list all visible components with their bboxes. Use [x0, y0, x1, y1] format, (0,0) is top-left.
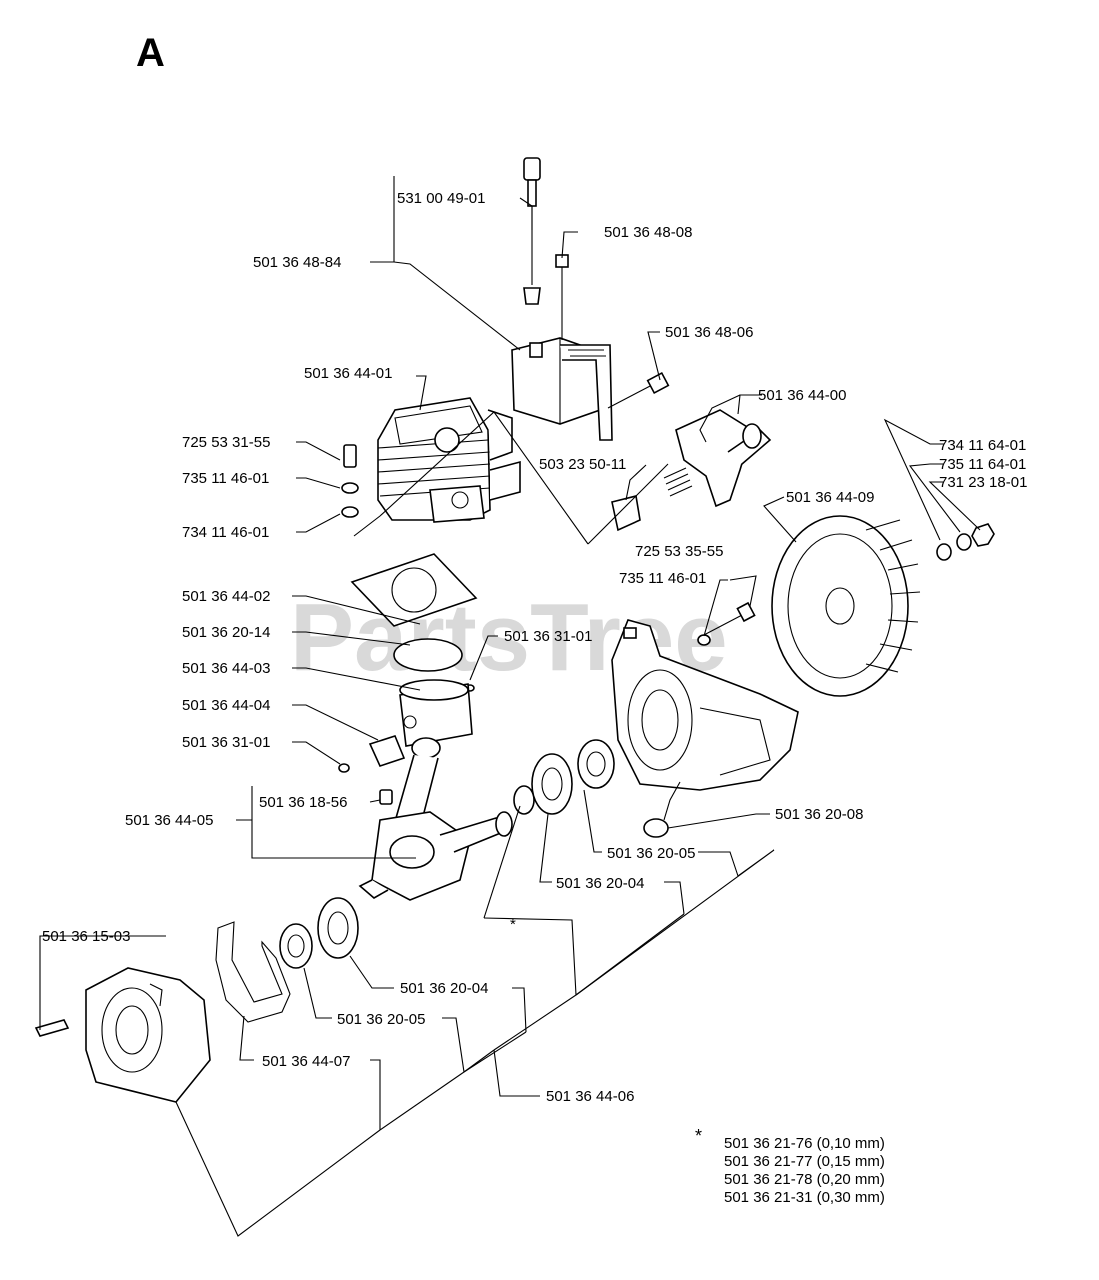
- cylinder-gasket-drawing: [350, 553, 478, 627]
- label-501-36-44-00: 501 36 44-00: [758, 387, 846, 404]
- stud-drawing: [34, 1019, 70, 1037]
- leader-lines: [39, 176, 981, 1237]
- label-503-23-50-11: 503 23 50-11: [539, 456, 626, 473]
- fan-group: [611, 409, 995, 697]
- washer-1-drawing: [936, 543, 952, 561]
- crankcase-bolt-drawing: [697, 601, 756, 646]
- crankshaft-group: [279, 737, 615, 969]
- label-501-36-48-84: 501 36 48-84: [253, 254, 341, 271]
- label-531-00-49-01: 531 00 49-01: [397, 190, 485, 207]
- label-501-36-20-04-a: 501 36 20-04: [556, 875, 644, 892]
- connecting-rod-drawing: [358, 737, 513, 901]
- label-501-36-20-04-b: 501 36 20-04: [400, 980, 488, 997]
- module-screw-drawing: [607, 371, 670, 409]
- label-501-36-31-01-b: 501 36 31-01: [182, 734, 270, 751]
- bearing-left-drawing: [317, 897, 359, 959]
- footnote-marker: *: [695, 1126, 702, 1146]
- label-735-11-46-01-a: 735 11 46-01: [182, 470, 269, 487]
- label-501-36-20-14: 501 36 20-14: [182, 624, 270, 641]
- spring-drawing: [663, 467, 693, 497]
- washer-2-drawing: [956, 533, 972, 551]
- needle-bearing-drawing: [379, 789, 393, 805]
- seal-right-drawing: [513, 785, 535, 815]
- label-735-11-46-01-b: 735 11 46-01: [619, 570, 706, 587]
- piston-ring-drawing: [393, 638, 463, 672]
- label-501-36-48-08: 501 36 48-08: [604, 224, 692, 241]
- footnote-line-4: 501 36 21-31 (0,30 mm): [724, 1189, 885, 1206]
- bearing-right-drawing: [531, 753, 573, 815]
- cylinder-screw-drawing: [341, 444, 359, 518]
- piston-pin-drawing: [368, 735, 406, 767]
- piston-drawing: [399, 679, 473, 747]
- footnote-line-1: 501 36 21-76 (0,10 mm): [724, 1135, 885, 1152]
- crankcase-gasket-drawing: [215, 921, 291, 1023]
- label-501-36-44-04: 501 36 44-04: [182, 697, 270, 714]
- label-725-53-35-55: 725 53 35-55: [635, 543, 723, 560]
- circlip-2-drawing: [338, 763, 350, 773]
- label-501-36-44-03: 501 36 44-03: [182, 660, 270, 677]
- label-734-11-64-01: 734 11 64-01: [939, 437, 1026, 454]
- crankcase-right-drawing: [611, 619, 799, 791]
- flywheel-drawing: [771, 515, 921, 697]
- section-letter: A: [136, 31, 165, 75]
- ignition-module-group: [511, 157, 670, 441]
- footnote-line-3: 501 36 21-78 (0,20 mm): [724, 1171, 885, 1188]
- label-725-53-31-55: 725 53 31-55: [182, 434, 270, 451]
- label-735-11-64-01: 735 11 64-01: [939, 456, 1026, 473]
- label-501-36-20-08: 501 36 20-08: [775, 806, 863, 823]
- label-501-36-44-01: 501 36 44-01: [304, 365, 392, 382]
- label-501-36-15-03: 501 36 15-03: [42, 928, 130, 945]
- cylinder-group: [338, 397, 521, 773]
- seal-right-2-drawing: [577, 739, 615, 789]
- ignition-module-drawing: [511, 254, 613, 441]
- label-501-36-31-01-a: 501 36 31-01: [504, 628, 592, 645]
- footnote: * 501 36 21-76 (0,10 mm) 501 36 21-77 (0…: [695, 1126, 885, 1206]
- plug-drawing: [643, 818, 669, 838]
- nut-drawing: [971, 523, 995, 547]
- label-501-36-44-09: 501 36 44-09: [786, 489, 874, 506]
- starter-pawl-drawing: [675, 409, 772, 508]
- spark-plug-boot-drawing: [523, 157, 541, 305]
- valve-drawing: [611, 495, 641, 532]
- crankcase-left-drawing: [85, 967, 211, 1103]
- cylinder-drawing: [377, 397, 521, 523]
- seal-left-drawing: [279, 923, 313, 969]
- label-501-36-20-05-b: 501 36 20-05: [337, 1011, 425, 1028]
- label-501-36-48-06: 501 36 48-06: [665, 324, 753, 341]
- crankcase-group: [34, 601, 799, 1103]
- label-501-36-44-07: 501 36 44-07: [262, 1053, 350, 1070]
- footnote-line-2: 501 36 21-77 (0,15 mm): [724, 1153, 885, 1170]
- part-labels: 531 00 49-01 501 36 48-08 501 36 48-84 5…: [42, 190, 1027, 1105]
- label-501-36-44-02: 501 36 44-02: [182, 588, 270, 605]
- label-731-23-18-01: 731 23 18-01: [939, 474, 1027, 491]
- label-asterisk: *: [510, 916, 516, 933]
- label-501-36-20-05-a: 501 36 20-05: [607, 845, 695, 862]
- label-501-36-44-06: 501 36 44-06: [546, 1088, 634, 1105]
- label-501-36-44-05: 501 36 44-05: [125, 812, 213, 829]
- label-501-36-18-56: 501 36 18-56: [259, 794, 347, 811]
- label-734-11-46-01: 734 11 46-01: [182, 524, 269, 541]
